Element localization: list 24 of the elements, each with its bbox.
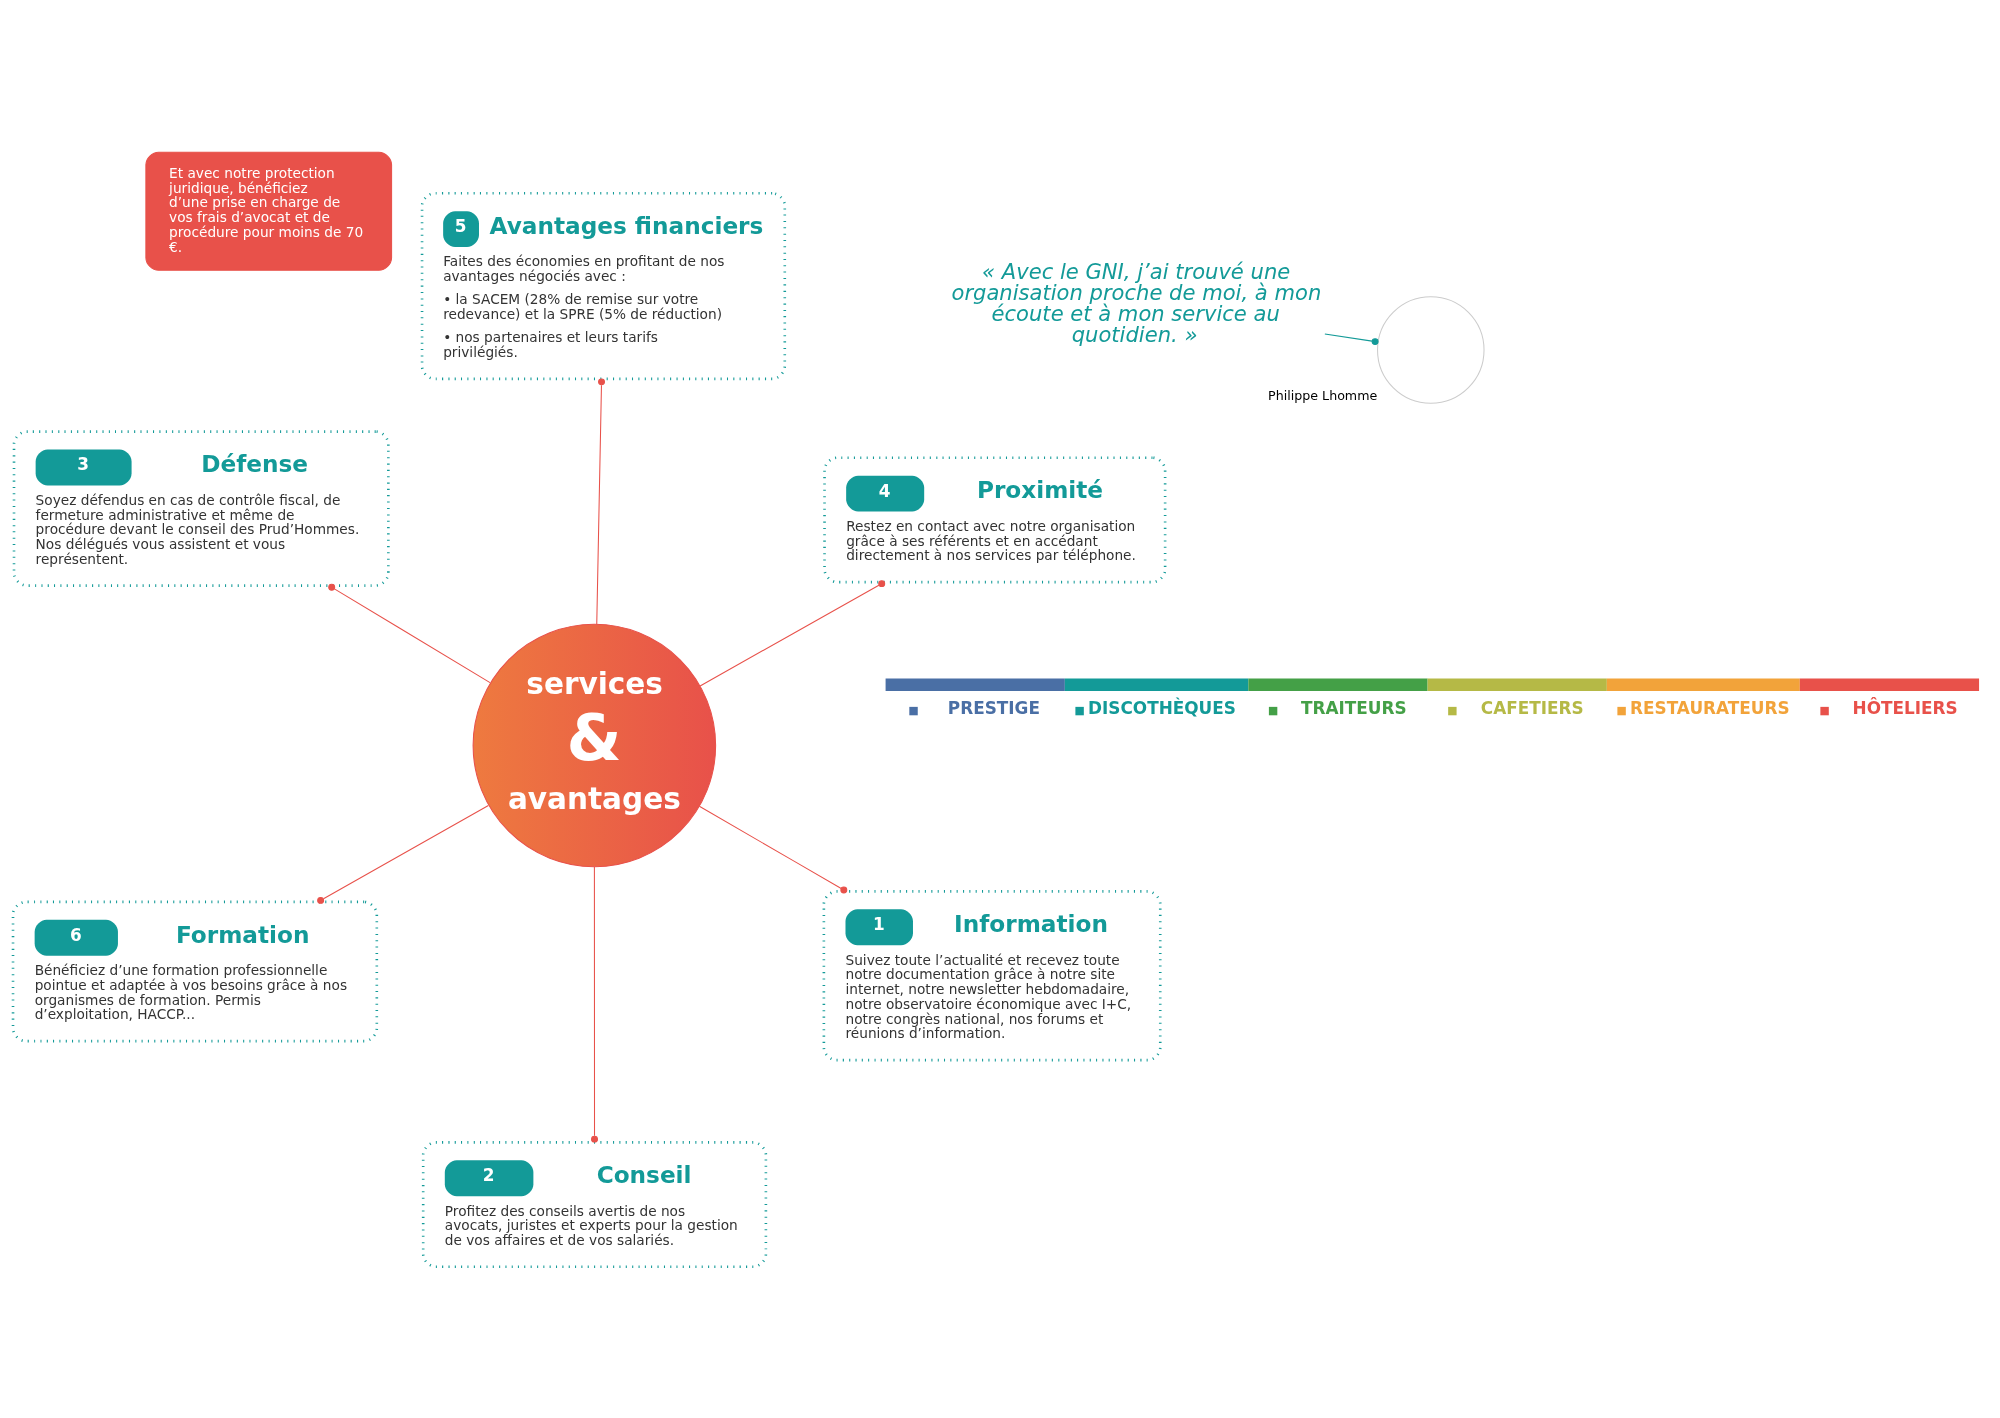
label: HÔTELIERS xyxy=(1852,697,1958,718)
node-box: 6 Formation Bénéficiez d’une formation professionnelle pointue et adaptée à vos besoins grâce à nos organismes de formation. Permis d’exploitation, HACCP... xyxy=(11,900,379,1042)
node-box: Et avec notre protection juridique, bénéficiez d’une prise en charge de vos frais d’avocat et de procédure pour moins de 70 €. xyxy=(145,151,393,271)
node-box: 2 Conseil Profitez des conseils avertis de nos avocats, juristes et experts pour la gestion de vos affaires et de vos salariés. xyxy=(421,1140,768,1268)
node-box: 1 Information Suivez toute l’actualité et recevez toute notre documentation grâce à notre site internet, notre newsletter hebdomadaire, notre observatoire économique avec I+C, notre congrès national, nos forums et réunions d’information. xyxy=(822,889,1162,1061)
label: PRESTIGE xyxy=(947,697,1040,718)
label: TRAITEURS xyxy=(1301,697,1407,718)
connector xyxy=(699,579,886,686)
connector xyxy=(317,804,489,904)
connector xyxy=(1324,333,1379,345)
node-circle: services & avantages xyxy=(472,623,717,867)
node-text: « Avec le GNI, j’ai trouvé une organisation proche de moi, à mon écoute et à mon service au quotidien. » xyxy=(951,258,1322,347)
node-circle xyxy=(1377,295,1485,404)
node-box: 4 Proximité Restez en contact avec notre organisation grâce à ses référents et en accédant directement à nos services par téléphone. xyxy=(823,455,1167,583)
label: DISCOTHÈQUES xyxy=(1088,697,1236,718)
connector xyxy=(328,583,491,683)
connector xyxy=(698,805,848,893)
node-box: 3 Défense Soyez défendus en cas de contrôle fiscal, de fermeture administrative et même de procédure devant le conseil des Prud’Hommes. Nos délégués vous assistent et vous représentent. xyxy=(12,429,390,587)
connector xyxy=(596,377,605,625)
connector xyxy=(591,866,598,1143)
label: CAFETIERS xyxy=(1480,697,1584,718)
label: RESTAURATEURS xyxy=(1630,697,1790,718)
node-label: Philippe Lhomme xyxy=(1268,387,1378,403)
node-box: 5 Avantages financiers Faites des économies en profitant de nos avantages négociés avec : • la SACEM (28% de remise sur votre redevance) et la SPRE (5% de réduction) • nos partenaires et leurs tarifs privilégiés. xyxy=(420,191,787,380)
